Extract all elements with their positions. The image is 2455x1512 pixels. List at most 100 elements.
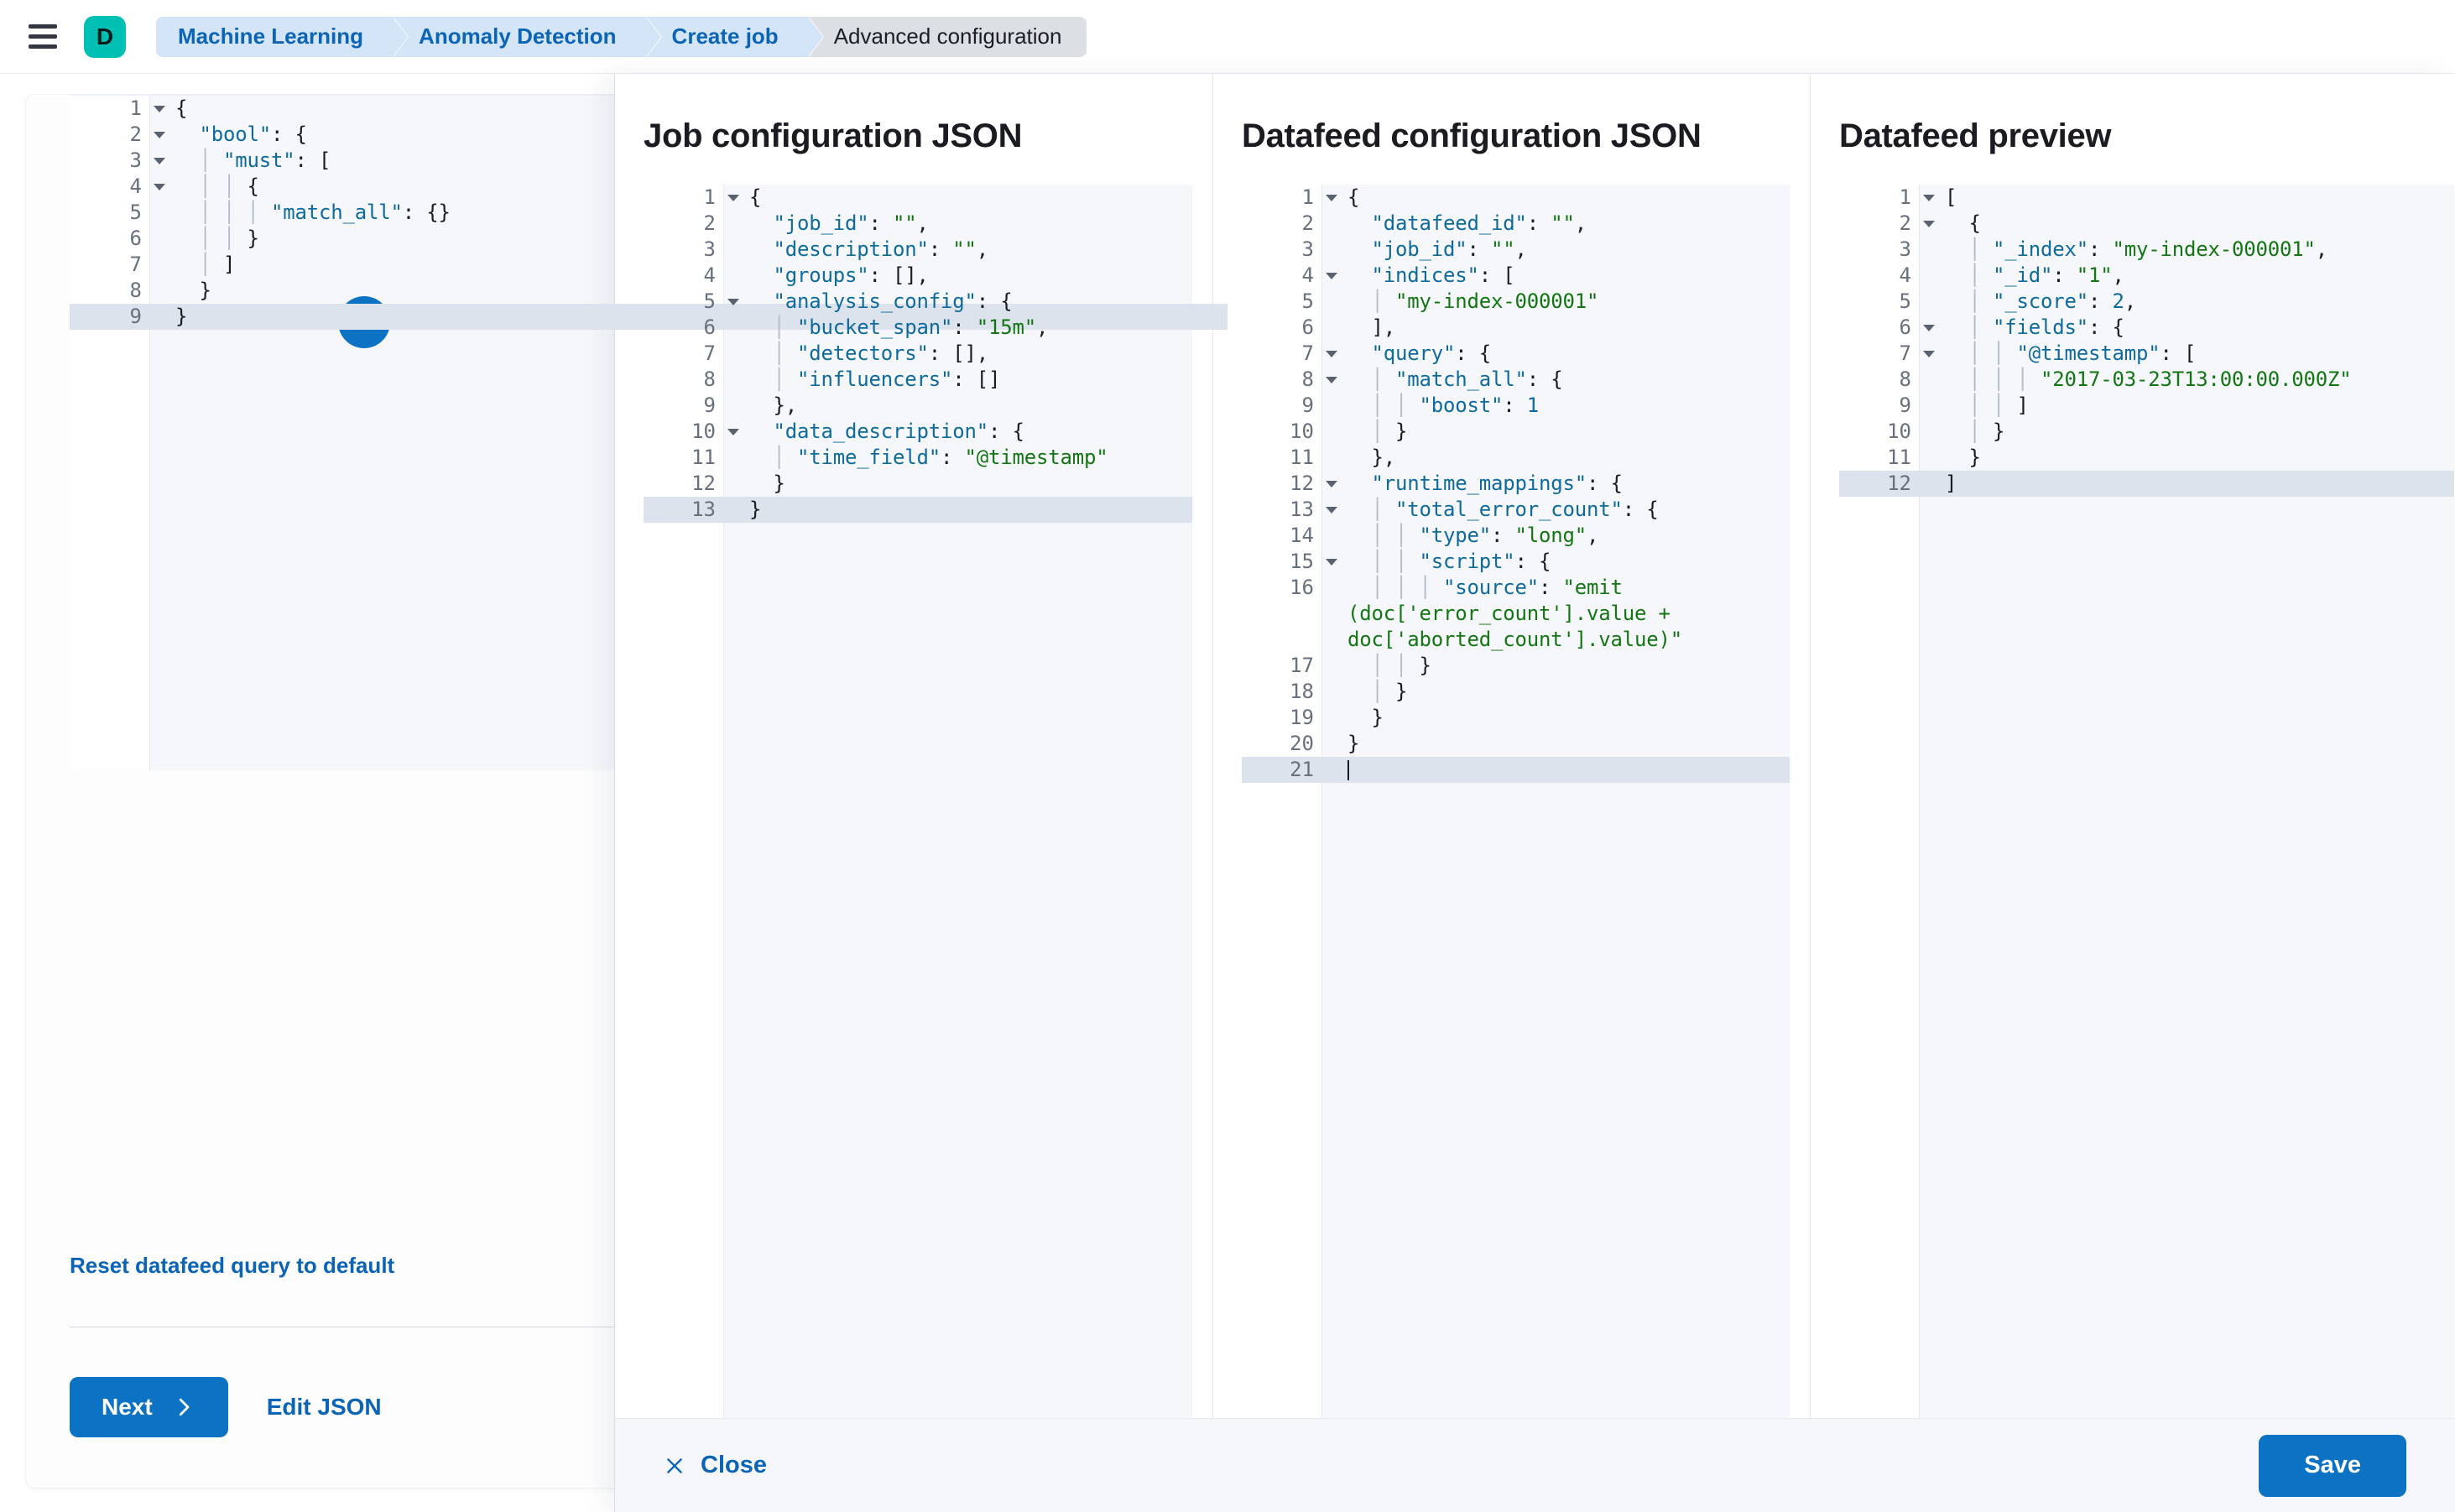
datafeed-preview-editor[interactable]: 1[2 {3 │ "_index": "my-index-000001",4 │…: [1839, 185, 2454, 1418]
code-line[interactable]: 7 │ "detectors": [],: [644, 341, 1192, 367]
code-line[interactable]: 2 "datafeed_id": "",: [1242, 211, 1790, 237]
code-line[interactable]: 13 │ "total_error_count": {: [1242, 497, 1790, 523]
code-text: },: [1371, 446, 1396, 469]
code-line[interactable]: 6 │ "bucket_span": "15m",: [644, 315, 1192, 341]
fold-arrow-icon[interactable]: [1326, 273, 1337, 279]
code-line[interactable]: 3 "job_id": "",: [1242, 237, 1790, 263]
job-configuration-editor[interactable]: 1{2 "job_id": "",3 "description": "",4 "…: [644, 185, 1192, 1418]
code-line[interactable]: 6 │ "fields": {: [1839, 315, 2454, 341]
code-line[interactable]: 9 },: [644, 393, 1192, 419]
code-line[interactable]: 19 }: [1242, 705, 1790, 731]
code-line[interactable]: 3 │ "must": [: [70, 148, 1228, 174]
code-line[interactable]: 1{: [644, 185, 1192, 211]
code-line[interactable]: 15 │ │ "script": {: [1242, 549, 1790, 575]
next-button[interactable]: Next: [70, 1377, 228, 1437]
fold-arrow-icon[interactable]: [727, 195, 739, 201]
line-number: 21: [1242, 757, 1322, 783]
code-text: }: [773, 472, 785, 495]
fold-arrow-icon[interactable]: [154, 106, 165, 112]
code-text: ]: [1945, 472, 1957, 495]
fold-arrow-icon[interactable]: [1923, 351, 1935, 357]
advanced-configuration-flyout: Job configuration JSON 1{2 "job_id": "",…: [614, 74, 2455, 1512]
fold-arrow-icon[interactable]: [1923, 325, 1935, 331]
code-line[interactable]: 4 "groups": [],: [644, 263, 1192, 289]
hamburger-icon[interactable]: [29, 23, 62, 51]
editor-gutter: [1839, 185, 1920, 1418]
code-line[interactable]: 1[: [1839, 185, 2454, 211]
code-line[interactable]: 9 │ │ ]: [1839, 393, 2454, 419]
code-line[interactable]: 12]: [1839, 471, 2454, 497]
fold-arrow-icon[interactable]: [154, 132, 165, 138]
code-line[interactable]: 5 │ "my-index-000001": [1242, 289, 1790, 315]
code-text: │ "time_field": "@timestamp": [773, 446, 1108, 469]
code-line[interactable]: 5 "analysis_config": {: [644, 289, 1192, 315]
code-line[interactable]: 11 }: [1839, 445, 2454, 471]
fold-arrow-icon[interactable]: [1326, 377, 1337, 383]
breadcrumb-item-machine-learning[interactable]: Machine Learning: [156, 16, 409, 57]
fold-arrow-icon[interactable]: [1326, 195, 1337, 201]
breadcrumb-item-create-job[interactable]: Create job: [646, 16, 823, 57]
code-line[interactable]: 10 │ }: [1242, 419, 1790, 445]
code-line[interactable]: 11 │ "time_field": "@timestamp": [644, 445, 1192, 471]
line-number: 14: [1290, 524, 1314, 547]
fold-arrow-icon[interactable]: [1326, 351, 1337, 357]
breadcrumb-item-anomaly-detection[interactable]: Anomaly Detection: [394, 16, 661, 57]
code-line[interactable]: 17 │ │ }: [1242, 653, 1790, 679]
code-line[interactable]: 6 ],: [1242, 315, 1790, 341]
code-text: │ │ {: [199, 175, 259, 198]
code-line[interactable]: 4 │ "_id": "1",: [1839, 263, 2454, 289]
fold-arrow-icon[interactable]: [154, 184, 165, 190]
code-line[interactable]: 12 }: [644, 471, 1192, 497]
code-line[interactable]: 5 │ │ │ "match_all": {}: [70, 200, 1228, 226]
deployment-logo-badge[interactable]: D: [84, 15, 126, 58]
code-line[interactable]: 16 │ │ │ "source": "emit (doc['error_cou…: [1242, 575, 1790, 653]
fold-arrow-icon[interactable]: [154, 158, 165, 164]
edit-json-button[interactable]: Edit JSON: [266, 1394, 382, 1420]
code-line[interactable]: 10 "data_description": {: [644, 419, 1192, 445]
code-line[interactable]: 9}: [70, 304, 1228, 330]
code-line[interactable]: 2 "bool": {: [70, 122, 1228, 148]
code-line[interactable]: 2 {: [1839, 211, 2454, 237]
editor-content-background: [1920, 185, 2454, 1418]
code-line[interactable]: 18 │ }: [1242, 679, 1790, 705]
code-text: "data_description": {: [773, 420, 1024, 443]
code-line[interactable]: 20}: [1242, 731, 1790, 757]
fold-arrow-icon[interactable]: [1923, 221, 1935, 227]
close-button[interactable]: Close: [664, 1452, 767, 1479]
code-line[interactable]: 3 │ "_index": "my-index-000001",: [1839, 237, 2454, 263]
code-line[interactable]: 8 │ "match_all": {: [1242, 367, 1790, 393]
code-line[interactable]: 3 "description": "",: [644, 237, 1192, 263]
code-line[interactable]: 1{: [1242, 185, 1790, 211]
code-text: "groups": [],: [773, 263, 929, 287]
code-line[interactable]: 4 │ │ {: [70, 174, 1228, 200]
code-line[interactable]: 2 "job_id": "",: [644, 211, 1192, 237]
code-line[interactable]: 7 │ ]: [70, 252, 1228, 278]
code-line[interactable]: 21: [1242, 757, 1790, 783]
fold-arrow-icon[interactable]: [727, 429, 739, 435]
code-line[interactable]: 6 │ │ }: [70, 226, 1228, 252]
code-line[interactable]: 9 │ │ "boost": 1: [1242, 393, 1790, 419]
code-line[interactable]: 13}: [644, 497, 1192, 523]
code-line[interactable]: 11 },: [1242, 445, 1790, 471]
fold-arrow-icon[interactable]: [727, 299, 739, 305]
code-line[interactable]: 8 }: [70, 278, 1228, 304]
fold-arrow-icon[interactable]: [1326, 481, 1337, 487]
code-line[interactable]: 10 │ }: [1839, 419, 2454, 445]
code-line[interactable]: 8 │ "influencers": []: [644, 367, 1192, 393]
code-line[interactable]: 5 │ "_score": 2,: [1839, 289, 2454, 315]
code-line[interactable]: 12 "runtime_mappings": {: [1242, 471, 1790, 497]
datafeed-configuration-editor[interactable]: 1{2 "datafeed_id": "",3 "job_id": "",4 "…: [1242, 185, 1790, 1418]
reset-datafeed-query-link[interactable]: Reset datafeed query to default: [70, 1253, 395, 1278]
fold-arrow-icon[interactable]: [1923, 195, 1935, 201]
breadcrumb-item-advanced-configuration[interactable]: Advanced configuration: [808, 16, 1087, 57]
code-line[interactable]: 4 "indices": [: [1242, 263, 1790, 289]
code-line[interactable]: 7 │ │ "@timestamp": [: [1839, 341, 2454, 367]
fold-arrow-icon[interactable]: [1326, 507, 1337, 514]
code-line[interactable]: 1{: [70, 96, 1228, 122]
fold-arrow-icon[interactable]: [1326, 559, 1337, 566]
flyout-footer: Close Save: [615, 1418, 2455, 1512]
code-line[interactable]: 8 │ │ │ "2017-03-23T13:00:00.000Z": [1839, 367, 2454, 393]
save-button[interactable]: Save: [2259, 1434, 2406, 1497]
code-line[interactable]: 7 "query": {: [1242, 341, 1790, 367]
code-line[interactable]: 14 │ │ "type": "long",: [1242, 523, 1790, 549]
